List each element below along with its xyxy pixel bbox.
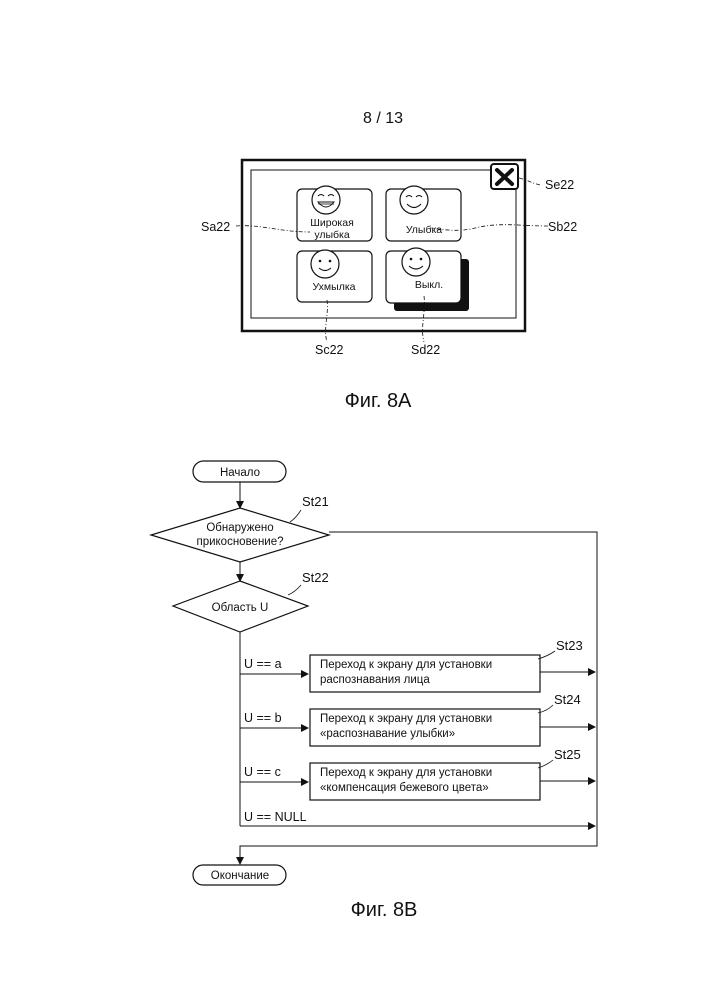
wide-smile-face-icon: [312, 186, 340, 214]
end-terminal: Окончание: [193, 865, 286, 885]
process-beige-compensation: Переход к экрану для установки «компенса…: [310, 763, 540, 800]
decision-touch-label-2: прикосновение?: [196, 536, 283, 548]
smirk-button[interactable]: Ухмылка: [297, 250, 372, 302]
process-3-line-2: «компенсация бежевого цвета»: [320, 782, 489, 794]
process-1-line-1: Переход к экрану для установки: [320, 659, 492, 671]
step-st25: St25: [554, 747, 581, 762]
smirk-label: Ухмылка: [312, 281, 355, 293]
branch-u-c: U == c: [244, 765, 281, 779]
step-st23: St23: [556, 638, 583, 653]
ref-se22: Se22: [545, 178, 574, 192]
step-st24: St24: [554, 692, 581, 707]
process-2-line-2: «распознавание улыбки»: [320, 728, 455, 740]
fig-8a-screen: [242, 160, 525, 331]
ref-sa22: Sa22: [201, 220, 230, 234]
wide-smile-label-1: Широкая: [310, 217, 354, 229]
wide-smile-button[interactable]: Широкая улыбка: [297, 186, 372, 241]
step-st21: St21: [302, 494, 329, 509]
process-smile-recognition: Переход к экрану для установки «распозна…: [310, 709, 540, 746]
off-button[interactable]: Выкл.: [386, 248, 469, 311]
smile-label: Улыбка: [406, 224, 442, 236]
process-3-line-1: Переход к экрану для установки: [320, 767, 492, 779]
off-label: Выкл.: [415, 279, 443, 291]
branch-u-b: U == b: [244, 711, 282, 725]
decision-touch-detected: Обнаружено прикосновение?: [151, 508, 329, 562]
step-st22: St22: [302, 570, 329, 585]
smile-button[interactable]: Улыбка: [386, 186, 461, 241]
decision-area-u: Область U: [173, 581, 308, 632]
fig-8a-caption: Фиг. 8А: [345, 390, 412, 412]
close-button[interactable]: [491, 164, 518, 189]
branch-u-a: U == a: [244, 657, 282, 671]
off-face-icon: [402, 248, 430, 276]
ref-sc22: Sc22: [315, 343, 344, 357]
branch-u-null: U == NULL: [244, 810, 307, 824]
process-1-line-2: распознавания лица: [320, 674, 430, 686]
ref-sd22: Sd22: [411, 343, 440, 357]
decision-touch-label-1: Обнаружено: [206, 522, 273, 534]
start-terminal: Начало: [193, 461, 286, 482]
fig-8b-caption: Фиг. 8B: [351, 899, 418, 921]
ref-sb22: Sb22: [548, 220, 577, 234]
smile-face-icon: [400, 186, 428, 214]
page-number: 8 / 13: [363, 110, 403, 127]
decision-area-label: Область U: [212, 602, 269, 614]
wide-smile-label-2: улыбка: [314, 229, 350, 241]
end-label: Окончание: [211, 870, 269, 882]
smirk-face-icon: [311, 250, 339, 278]
process-face-recognition: Переход к экрану для установки распознав…: [310, 655, 540, 692]
process-2-line-1: Переход к экрану для установки: [320, 713, 492, 725]
start-label: Начало: [220, 467, 260, 479]
